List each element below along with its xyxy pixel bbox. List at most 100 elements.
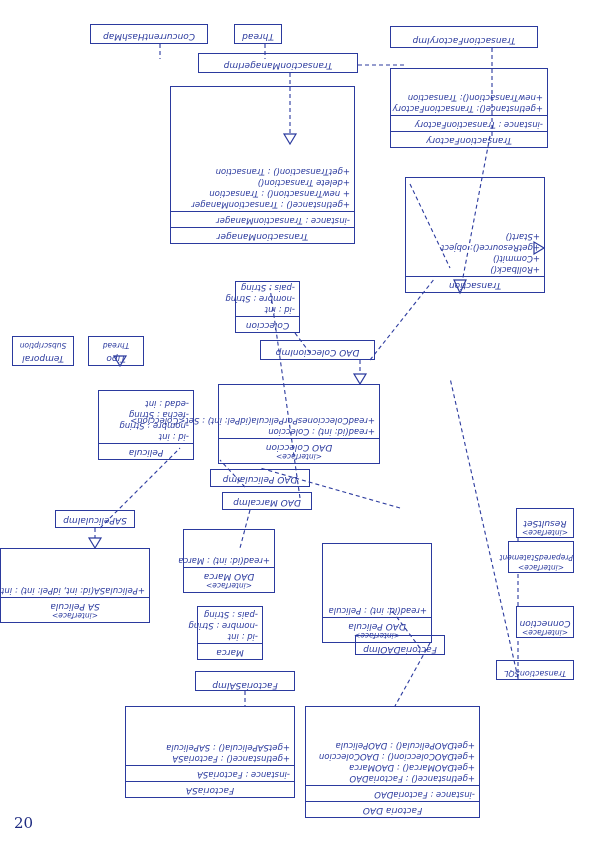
attr: -instance : FactoriaDAO [374, 789, 475, 799]
class-transaction-manager-imp: TransactionManagerImp [198, 53, 358, 73]
class-dp-ops: +read(id: int) : Pelicula [323, 602, 431, 618]
class-chm-name: ConcurrentHashMap [103, 31, 195, 41]
op: +delete Transaction() [257, 177, 350, 187]
class-temporal-sub: Subscription [19, 341, 67, 350]
class-fs-attrs: -instance : FactoriaSA [126, 766, 294, 782]
class-temporal-name: Temporal [22, 353, 64, 363]
class-tsql-name: TransactionSQL [503, 669, 567, 678]
op: +readColeccionesPorPelicula(idPel: int) … [130, 415, 375, 425]
class-marca-name: Marca [216, 647, 244, 657]
class-tm-attrs: -instance : TransactionManager [171, 212, 354, 228]
attr: -nombre : String [188, 620, 258, 630]
attr: -nombre : String [225, 293, 295, 303]
class-temporal: Temporal Subscription [12, 336, 74, 366]
arrowhead-tm [282, 133, 298, 146]
op: +read(id: int) : Pelicula [328, 605, 427, 615]
class-sa-ops: +PeliculaSA(id: int, idPel: int) : int [1, 582, 149, 598]
class-tmi-name: TransactionManagerImp [223, 60, 333, 70]
class-dao-coleccion-imp: DAO ColeccionImp [260, 340, 375, 360]
class-tipo-sub: Thread [102, 341, 130, 350]
arrowhead-t [533, 240, 546, 256]
class-fsi-name: FactoriaSAImp [212, 680, 278, 690]
class-coleccion: Coleccion -id : int -nombre : String -pa… [225, 279, 300, 333]
class-thread-name: Thread [242, 31, 274, 41]
class-tf-name: TransactionFactory [426, 135, 512, 145]
class-dm-name: DAO Marca [203, 571, 255, 581]
op: +getInstance() : TransactionManager [191, 199, 350, 209]
class-dpi-name: DAO PeliculaImp [222, 474, 298, 484]
class-sa-pelicula-imp: SAPeliculaImp [55, 510, 135, 528]
op: +Commit() [492, 253, 540, 263]
class-pelicula: Pelicula -id : int -nombre : String -fec… [98, 390, 194, 460]
class-factoria-sa: FactoriaSA -instance : FactoriaSA +getIn… [125, 706, 295, 798]
line-tsql-t [449, 377, 519, 679]
arrowhead-sa [87, 537, 103, 550]
line-sa-pel [99, 447, 181, 529]
class-fd-ops: +getInstance() : FactoriaDAO +getDAOMarc… [306, 737, 479, 786]
op: +getDAOPelicula() : DAOPelicula [335, 740, 476, 750]
class-prepared-statement: <interface> PreparedStatement [499, 541, 574, 573]
class-marca: Marca -id : int -nombre : String -pais :… [188, 606, 263, 660]
op: +getInstance() : FactoriaDAO [349, 773, 475, 783]
line-dmi-tm [269, 287, 301, 499]
class-dao-coleccion: <interface> DAO Coleccion +read(id: int)… [130, 384, 380, 464]
class-tf-attrs: -instance : TransactionFactory [391, 116, 547, 132]
attr: -nombre : String [119, 420, 189, 430]
arrowhead-tf [453, 279, 467, 295]
class-fdi-name: FactoriaDAOImp [363, 644, 437, 654]
class-connection: <interface> Connection [516, 606, 574, 638]
class-transaction-factory-imp: TransactionFactoryImp [390, 26, 538, 48]
class-sa-pelicula: <interface> SA Pelicula +PeliculaSA(id: … [0, 548, 150, 623]
class-factoria-dao: Factoria DAO -instance : FactoriaDAO +ge… [305, 706, 480, 818]
line-tm-t [409, 183, 451, 269]
stereotype: <interface> [205, 581, 253, 590]
class-fs-name: FactoriaSA [185, 785, 235, 795]
class-thread: Thread [234, 24, 282, 44]
class-tm-name: TransactionManager [216, 231, 309, 241]
attr: -pais : String [203, 609, 258, 619]
class-concurrent-hashmap: ConcurrentHashMap [90, 24, 208, 44]
class-fd-attrs: -instance : FactoriaDAO [306, 786, 479, 802]
class-tf-ops: +getInstance(): TransactionFactory +newT… [391, 89, 547, 116]
line-tf-t [459, 135, 491, 294]
attr: -id : int [158, 431, 189, 441]
line-dp-pel [259, 467, 401, 509]
line-fd-dp [389, 607, 421, 649]
line-fdi-fd [394, 642, 431, 707]
class-factoria-dao-imp: FactoriaDAOImp [355, 635, 445, 655]
class-sa-name: SA Pelicula [50, 601, 100, 611]
class-factoria-sa-imp: FactoriaSAImp [195, 671, 295, 691]
stereotype: <interface> [275, 452, 323, 461]
page-number: 20 [14, 814, 34, 832]
class-result-set: <interface> ResultSet [516, 508, 574, 538]
class-transaction-ops: +Rollback() +Commit() +getResource(): ob… [406, 228, 544, 277]
class-tfi-name: TransactionFactoryImp [412, 35, 516, 45]
class-transaction-name: Transaction [448, 280, 502, 290]
stereotype: <interface> [521, 528, 569, 537]
op: +getDAOMarca() : DAOMarca [349, 762, 475, 772]
class-dc-header: <interface> DAO Coleccion [219, 439, 379, 463]
class-ps-name: PreparedStatement [499, 553, 573, 562]
op: +getInstance(): TransactionFactory [392, 103, 543, 113]
class-dao-marca: <interface> DAO Marca +read(id: int) : M… [178, 529, 275, 593]
class-dmi-name: DAO MarcaImp [233, 497, 301, 507]
class-sa-header: <interface> SA Pelicula [1, 598, 149, 622]
op: +Rollback() [490, 264, 540, 274]
class-transaction-sql: TransactionSQL [496, 660, 574, 680]
stereotype: <interface> [51, 611, 99, 620]
op: +getResource(): object [440, 242, 540, 252]
attr: -id : int [227, 631, 258, 641]
class-coleccion-name: Coleccion [245, 320, 290, 330]
attr: -edad : int [145, 398, 189, 408]
class-transaction-factory: TransactionFactory -instance : Transacti… [390, 68, 548, 148]
class-marca-attrs: -id : int -nombre : String -pais : Strin… [188, 606, 262, 644]
class-dci-name: DAO ColeccionImp [275, 347, 360, 357]
op: +Start() [505, 231, 540, 241]
class-tm-ops: +getInstance() : TransactionManager + ne… [171, 163, 354, 212]
class-tipo: Tipo Thread [88, 336, 144, 366]
class-dao-pelicula-imp: DAO PeliculaImp [210, 469, 310, 487]
class-dm-ops: +read(id: int) : Marca [178, 552, 274, 568]
class-tipo-name: Tipo [106, 353, 126, 363]
